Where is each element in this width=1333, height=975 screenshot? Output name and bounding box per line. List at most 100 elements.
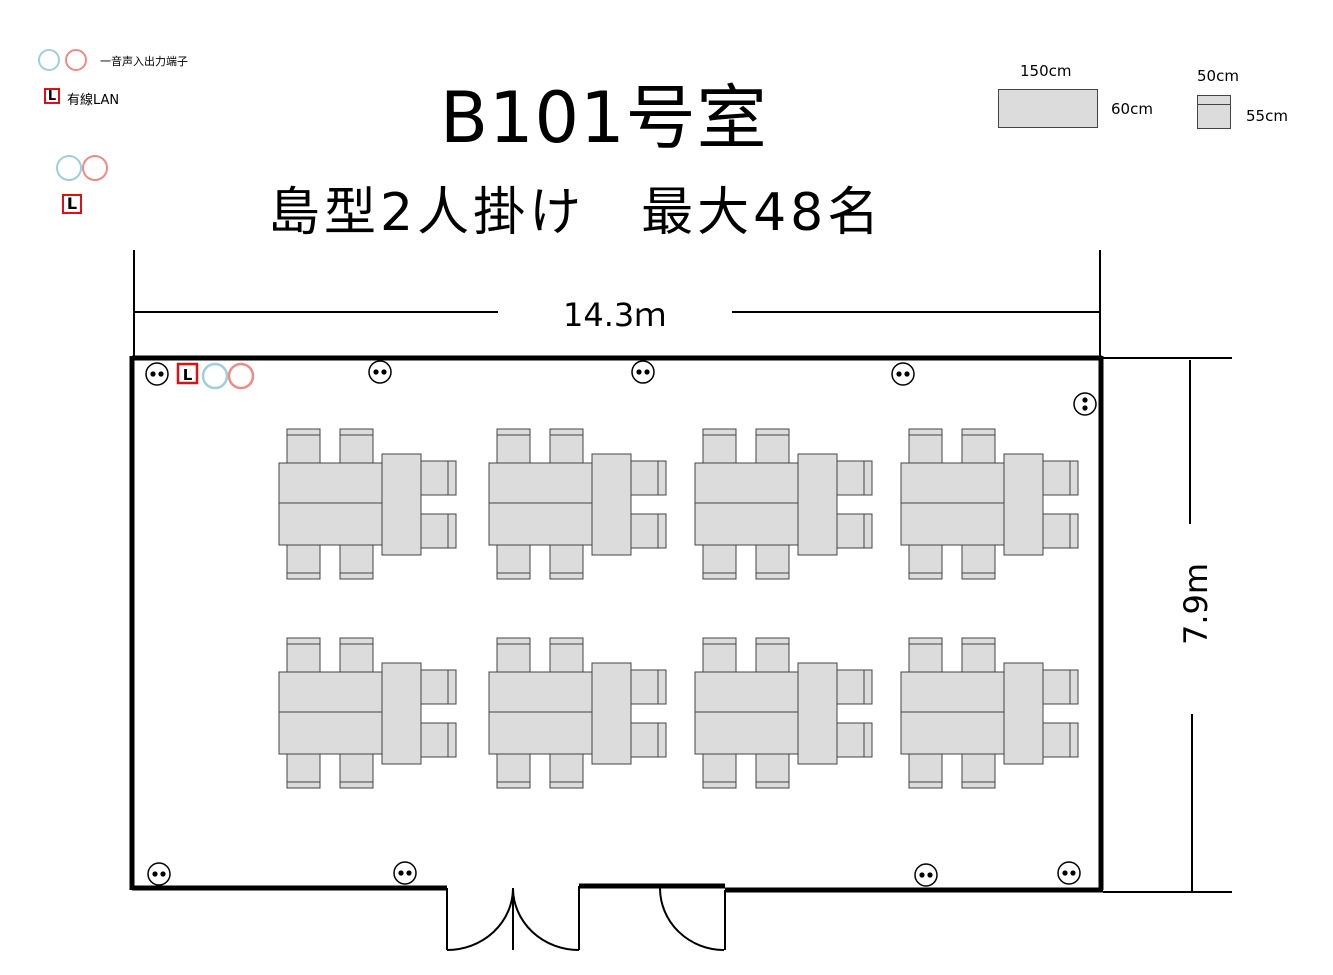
chair-seat bbox=[836, 669, 873, 705]
chair bbox=[496, 428, 531, 464]
lan-port-icon bbox=[176, 362, 199, 385]
end-table bbox=[1003, 453, 1044, 556]
depth-dimension-lines bbox=[1103, 357, 1232, 893]
chair bbox=[496, 753, 531, 789]
chair-seat bbox=[1042, 669, 1079, 705]
chair-seat bbox=[1042, 460, 1079, 496]
table-island bbox=[278, 637, 457, 789]
chair-seat bbox=[339, 753, 374, 789]
long-table bbox=[488, 502, 593, 546]
chair-seat bbox=[755, 753, 790, 789]
wall-ports: L bbox=[176, 362, 255, 390]
audio-port-blue-icon bbox=[38, 49, 60, 71]
long-table bbox=[900, 462, 1005, 504]
long-table bbox=[694, 711, 799, 755]
chair bbox=[836, 460, 873, 496]
chair-seat bbox=[496, 428, 531, 464]
chair bbox=[496, 637, 531, 673]
audio-port-red-icon bbox=[227, 362, 255, 390]
chair bbox=[630, 460, 667, 496]
room-walls bbox=[129, 355, 1104, 893]
chair-seat bbox=[961, 637, 996, 673]
end-table bbox=[797, 662, 838, 765]
lan-port-icon: L bbox=[44, 88, 60, 104]
chair bbox=[630, 722, 667, 758]
chair-seat bbox=[549, 637, 584, 673]
long-table bbox=[488, 462, 593, 504]
chair-seat bbox=[420, 669, 457, 705]
chair bbox=[420, 460, 457, 496]
audio-port-blue-icon bbox=[56, 155, 82, 181]
chair-seat bbox=[908, 544, 943, 580]
chair bbox=[908, 544, 943, 580]
chair-seat bbox=[1042, 722, 1079, 758]
legend-lan-label: 有線LAN bbox=[67, 93, 120, 108]
chair-seat bbox=[339, 428, 374, 464]
long-table-width-label: 150cm bbox=[1020, 62, 1072, 80]
long-table bbox=[278, 711, 383, 755]
room-title: B101号室 bbox=[440, 77, 768, 159]
layout-subtitle: 島型2人掛け 最大48名 bbox=[268, 183, 884, 243]
end-table bbox=[1003, 662, 1044, 765]
chair-seat bbox=[286, 428, 321, 464]
chair-seat bbox=[420, 722, 457, 758]
long-table bbox=[278, 502, 383, 546]
table-island bbox=[900, 428, 1079, 580]
long-table bbox=[900, 671, 1005, 713]
power-outlet-icon bbox=[914, 863, 938, 887]
chair-seat bbox=[630, 460, 667, 496]
chair-seat bbox=[286, 544, 321, 580]
power-outlet-icon bbox=[891, 362, 915, 386]
power-outlet-icon bbox=[1073, 392, 1097, 416]
chair bbox=[339, 637, 374, 673]
chair-seat bbox=[836, 460, 873, 496]
chair bbox=[286, 428, 321, 464]
chair bbox=[549, 637, 584, 673]
chair-seat bbox=[908, 428, 943, 464]
chair-seat bbox=[549, 428, 584, 464]
chair-seat bbox=[630, 513, 667, 549]
chair bbox=[1042, 513, 1079, 549]
long-table-sample bbox=[998, 89, 1098, 128]
chair-seat bbox=[755, 637, 790, 673]
lan-port-glyph: L bbox=[183, 366, 193, 384]
chair bbox=[549, 753, 584, 789]
legend-audio-label: 一音声入出力端子 bbox=[100, 55, 188, 68]
long-table bbox=[694, 462, 799, 504]
power-outlets bbox=[145, 360, 1097, 887]
chair-seat bbox=[1042, 513, 1079, 549]
chair bbox=[908, 428, 943, 464]
long-table bbox=[488, 711, 593, 755]
chair-seat bbox=[961, 544, 996, 580]
chair bbox=[836, 669, 873, 705]
end-table bbox=[381, 453, 422, 556]
chair bbox=[908, 637, 943, 673]
table-island bbox=[900, 637, 1079, 789]
chair bbox=[961, 753, 996, 789]
chair-seat bbox=[755, 428, 790, 464]
chair bbox=[549, 428, 584, 464]
table-island bbox=[694, 637, 873, 789]
chair bbox=[1042, 460, 1079, 496]
chair-seat bbox=[961, 753, 996, 789]
end-table bbox=[591, 662, 632, 765]
audio-port-blue-icon bbox=[201, 362, 229, 390]
long-table bbox=[900, 502, 1005, 546]
long-table bbox=[694, 671, 799, 713]
chair-seat bbox=[420, 513, 457, 549]
long-table bbox=[694, 502, 799, 546]
long-table-depth-label: 60cm bbox=[1111, 100, 1153, 118]
chair-seat bbox=[961, 428, 996, 464]
chair-depth-label: 55cm bbox=[1246, 107, 1288, 125]
chair bbox=[286, 637, 321, 673]
chair bbox=[755, 753, 790, 789]
chair bbox=[755, 544, 790, 580]
chair-sample bbox=[1197, 95, 1231, 129]
long-table bbox=[900, 711, 1005, 755]
chair-seat bbox=[630, 669, 667, 705]
chair bbox=[961, 428, 996, 464]
chair-seat bbox=[420, 460, 457, 496]
chair-seat bbox=[286, 753, 321, 789]
chair-seat bbox=[836, 513, 873, 549]
power-outlet-icon bbox=[368, 360, 392, 384]
